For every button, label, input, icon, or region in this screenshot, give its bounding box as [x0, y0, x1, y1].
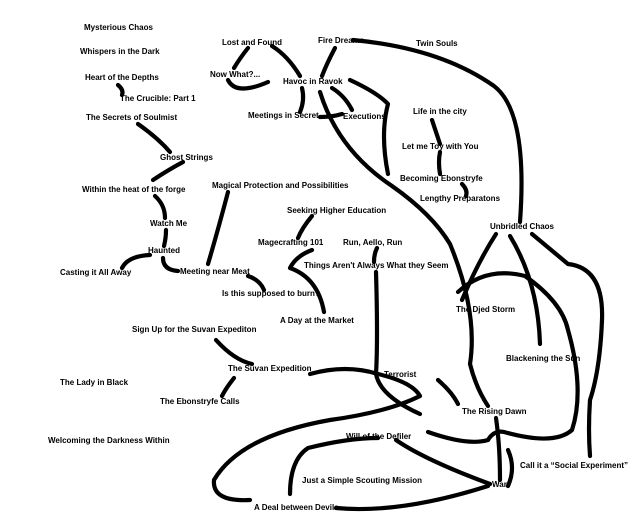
link-heart-to-crucible	[115, 82, 125, 98]
link-rising-dawn-to-war	[493, 415, 503, 483]
node-watch-me: Watch Me	[150, 219, 188, 228]
node-unbridled-chaos: Unbridled Chaos	[490, 222, 555, 231]
node-run-aello-run: Run, Aello, Run	[343, 238, 403, 247]
node-lengthy-preparatons: Lengthy Preparatons	[420, 194, 501, 203]
node-war: War	[492, 480, 507, 489]
link-haunted-to-casting	[119, 252, 153, 271]
node-havoc-in-ravok: Havoc in Ravok	[283, 77, 343, 86]
link-ghost-strings-to-forge	[150, 159, 186, 183]
link-now-what-to-havoc	[225, 77, 271, 91]
node-sign-up-suvan: Sign Up for the Suvan Expediton	[132, 325, 257, 334]
node-the-rising-dawn: The Rising Dawn	[462, 407, 527, 416]
link-meeting-meat-to-burn	[245, 273, 267, 293]
link-havoc-to-executions	[329, 85, 355, 113]
link-lost-found-to-now-what	[231, 45, 251, 71]
node-executions: Executions	[343, 112, 386, 121]
node-seeking-higher-education: Seeking Higher Education	[287, 206, 387, 215]
link-unbridled-to-djed	[459, 231, 499, 303]
node-becoming-ebonstryfe: Becoming Ebonstryfe	[400, 174, 483, 183]
link-seeking-to-magecrafting	[295, 213, 315, 241]
node-life-in-the-city: Life in the city	[413, 107, 467, 116]
link-life-to-toy	[429, 117, 443, 147]
link-will-defiler-to-scouting	[287, 435, 381, 497]
link-deal-devils-to-war	[333, 483, 491, 512]
node-supposed-to-burn: Is this supposed to burn?	[222, 289, 320, 298]
node-casting-it-all-away: Casting it All Away	[60, 268, 132, 277]
node-haunted: Haunted	[148, 246, 180, 255]
node-the-suvan-expedition: The Suvan Expedition	[228, 364, 312, 373]
node-whispers-in-the-dark: Whispers in the Dark	[80, 47, 160, 56]
node-lady-in-black: The Lady in Black	[60, 378, 129, 387]
node-mysterious-chaos: Mysterious Chaos	[84, 23, 153, 32]
link-magical-to-meeting-meat	[205, 189, 231, 267]
node-scouting-mission: Just a Simple Scouting Mission	[302, 476, 423, 485]
link-djed-to-rising-dawn	[425, 271, 580, 444]
node-welcoming-darkness: Welcoming the Darkness Within	[48, 436, 170, 445]
link-unbridled-to-blackening	[507, 233, 543, 347]
node-heat-of-the-forge: Within the heat of the forge	[82, 185, 186, 194]
link-suvan-to-ebonstryfe-calls	[219, 375, 237, 399]
link-soulmist-to-ghost-strings	[135, 121, 173, 155]
node-meeting-near-meat: Meeting near Meat	[180, 267, 250, 276]
link-suvan-to-deal-devils	[211, 366, 423, 503]
link-lost-found-to-havoc	[269, 43, 303, 79]
node-fire-dreams: Fire Dreams	[318, 36, 365, 45]
link-fire-dreams-to-unbridled	[350, 37, 524, 225]
link-haunted-to-meeting-meat	[160, 255, 181, 274]
link-magecrafting-to-day-market	[287, 247, 327, 315]
link-forge-to-watch-me	[152, 193, 168, 221]
node-magecrafting-101: Magecrafting 101	[258, 238, 324, 247]
node-terrorist: Terrorist	[384, 370, 417, 379]
link-sign-up-to-suvan	[213, 337, 255, 367]
node-magical-protection: Magical Protection and Possibilities	[212, 181, 349, 190]
node-secrets-of-soulmist: The Secrets of Soulmist	[86, 113, 178, 122]
link-things-to-will-defiler	[373, 269, 423, 417]
node-ebonstryfe-calls: The Ebonstryfe Calls	[160, 397, 240, 406]
node-lost-and-found: Lost and Found	[222, 38, 282, 47]
node-the-crucible: The Crucible: Part 1	[120, 94, 196, 103]
node-let-me-toy-with-you: Let me Toy with You	[402, 142, 479, 151]
link-unbridled-to-social	[529, 231, 605, 459]
node-heart-of-the-depths: Heart of the Depths	[85, 73, 159, 82]
link-watch-me-to-haunted	[161, 227, 169, 249]
node-things-arent-always: Things Aren't Always What they Seem	[304, 261, 449, 270]
link-havoc-to-becoming	[347, 77, 391, 177]
node-twin-souls: Twin Souls	[416, 39, 458, 48]
link-becoming-to-lengthy	[459, 181, 469, 199]
link-toy-to-becoming	[436, 149, 443, 177]
link-terrorist-to-rising-dawn	[435, 377, 461, 407]
link-war-to-terrorist	[505, 447, 515, 489]
link-havoc-to-rising-dawn	[317, 89, 491, 409]
node-will-of-the-defiler: Will of the Defiler	[346, 432, 412, 441]
link-fire-dreams-to-havoc	[319, 45, 338, 79]
node-blackening-the-sun: Blackening the Sun	[506, 354, 581, 363]
node-meetings-in-secret: Meetings in Secret	[248, 111, 319, 120]
link-run-aello-to-things	[371, 245, 380, 265]
node-social-experiment: Call it a “Social Experiment”	[520, 461, 629, 470]
link-will-defiler-to-war	[393, 437, 493, 487]
node-deal-between-devils: A Deal between Devils	[254, 503, 339, 512]
node-now-what: Now What?...	[210, 70, 261, 79]
link-havoc-to-meetings-secret	[297, 85, 306, 115]
node-ghost-strings: Ghost Strings	[160, 153, 213, 162]
node-day-at-the-market: A Day at the Market	[280, 316, 354, 325]
node-the-djed-storm: The Djed Storm	[456, 305, 516, 314]
